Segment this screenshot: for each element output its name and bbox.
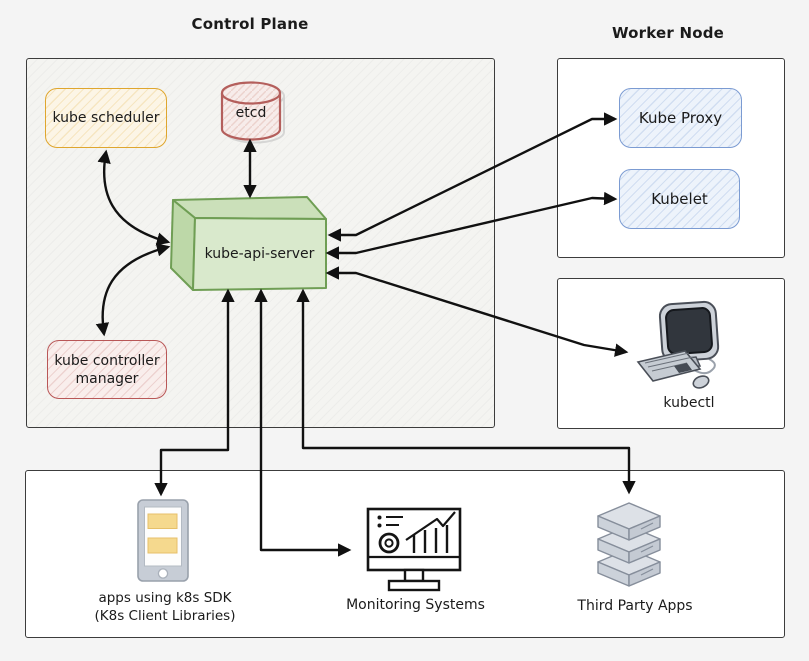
kubelet-label: Kubelet <box>651 190 708 208</box>
apps-sdk-label: apps using k8s SDK (K8s Client Libraries… <box>65 589 265 625</box>
kube-scheduler-node: kube scheduler <box>45 88 167 148</box>
kube-proxy-label: Kube Proxy <box>638 109 723 127</box>
kubectl-label: kubectl <box>663 395 715 411</box>
kubelet-node: Kubelet <box>619 169 740 229</box>
third-party-apps-label: Third Party Apps <box>577 598 693 614</box>
kube-scheduler-label: kube scheduler <box>52 110 160 126</box>
kube-proxy-node: Kube Proxy <box>619 88 742 148</box>
apps-sdk-line1: apps using k8s SDK <box>98 590 232 606</box>
kube-controller-manager-label: kube controller manager <box>54 352 159 388</box>
kube-controller-manager-line2: manager <box>75 370 139 387</box>
monitoring-systems-label: Monitoring Systems <box>346 597 485 613</box>
kube-controller-manager-line1: kube controller <box>54 352 160 369</box>
kube-controller-manager-node: kube controller manager <box>47 340 167 399</box>
control-plane-title: Control Plane <box>191 15 309 33</box>
etcd-label: etcd <box>235 105 267 121</box>
worker-node-title: Worker Node <box>611 24 725 42</box>
apps-sdk-line2: (K8s Client Libraries) <box>94 608 236 624</box>
kube-api-server-label: kube-api-server <box>204 246 315 262</box>
